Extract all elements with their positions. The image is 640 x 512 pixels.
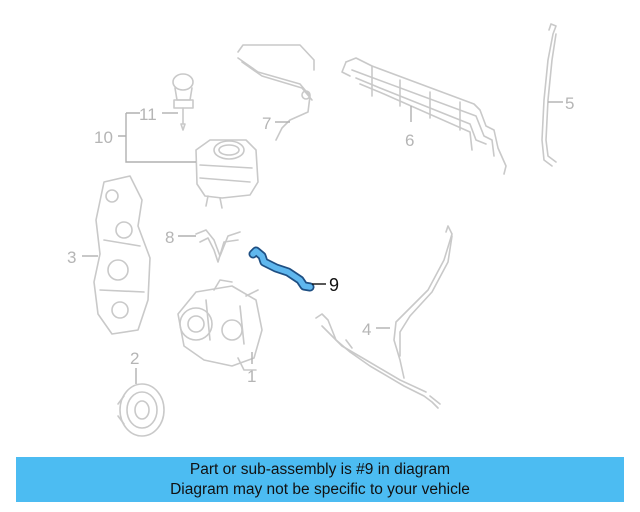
callout-7: 7 [262, 114, 271, 133]
part-3-bracket [93, 175, 151, 335]
part-10-reservoir [195, 139, 259, 209]
callout-10: 10 [94, 128, 113, 147]
callout-2: 2 [130, 349, 139, 368]
part-4-hose [315, 225, 453, 409]
part-9-hose [248, 246, 315, 292]
part-8-hose [195, 229, 241, 263]
parts-diagram: 11 10 7 6 5 8 3 4 2 1 9 [67, 23, 574, 437]
leader-lines [82, 101, 563, 384]
part-2-pulley [117, 383, 165, 437]
banner-line-2: Diagram may not be specific to your vehi… [170, 481, 470, 498]
callout-9: 9 [329, 275, 339, 295]
callout-5: 5 [565, 94, 574, 113]
part-5-hose [541, 23, 557, 167]
part-7-line [237, 44, 315, 141]
part-11-cap [172, 73, 194, 131]
callout-1: 1 [247, 367, 256, 386]
info-banner: Part or sub-assembly is #9 in diagram Di… [16, 457, 624, 502]
callout-3: 3 [67, 248, 76, 267]
banner-line-1: Part or sub-assembly is #9 in diagram [189, 461, 451, 478]
callout-6: 6 [405, 131, 414, 150]
callout-11: 11 [139, 105, 157, 124]
callout-8: 8 [165, 228, 174, 247]
callout-4: 4 [362, 320, 371, 339]
part-6-cooler [341, 57, 507, 175]
part-1-pump [177, 279, 263, 371]
